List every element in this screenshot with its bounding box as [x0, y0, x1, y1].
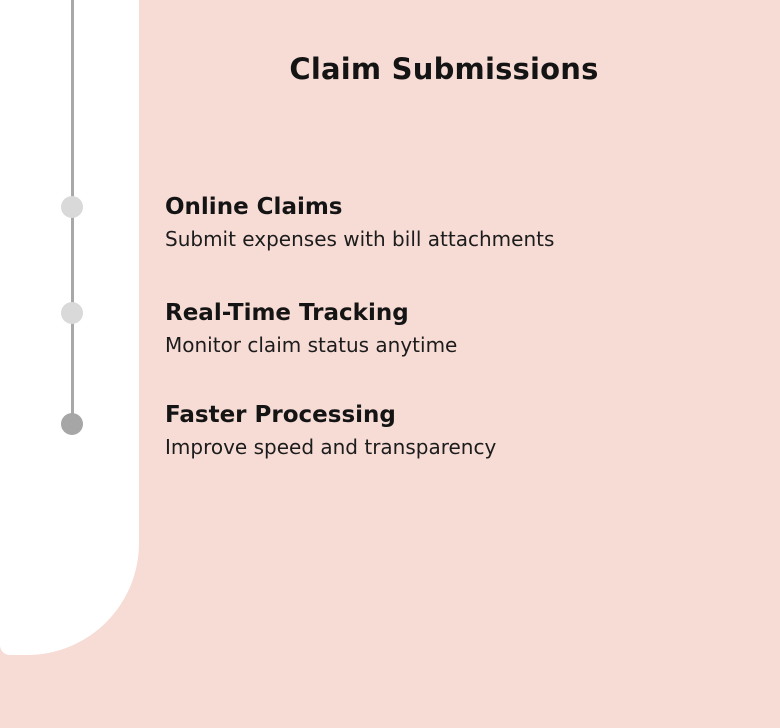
timeline-dot-2	[61, 302, 83, 324]
timeline-item-real-time-tracking: Real-Time Tracking Monitor claim status …	[165, 298, 725, 360]
item-heading: Real-Time Tracking	[165, 300, 409, 326]
timeline-item-online-claims: Online Claims Submit expenses with bill …	[165, 192, 725, 254]
item-description: Submit expenses with bill attachments	[165, 227, 555, 251]
left-panel	[0, 0, 139, 655]
page-title: Claim Submissions	[289, 52, 599, 86]
item-description: Monitor claim status anytime	[165, 333, 458, 357]
timeline-item-faster-processing: Faster Processing Improve speed and tran…	[165, 400, 725, 462]
item-description: Improve speed and transparency	[165, 435, 497, 459]
timeline-dot-1	[61, 196, 83, 218]
timeline-dot-3	[61, 413, 83, 435]
item-heading: Online Claims	[165, 194, 343, 220]
item-heading: Faster Processing	[165, 402, 396, 428]
